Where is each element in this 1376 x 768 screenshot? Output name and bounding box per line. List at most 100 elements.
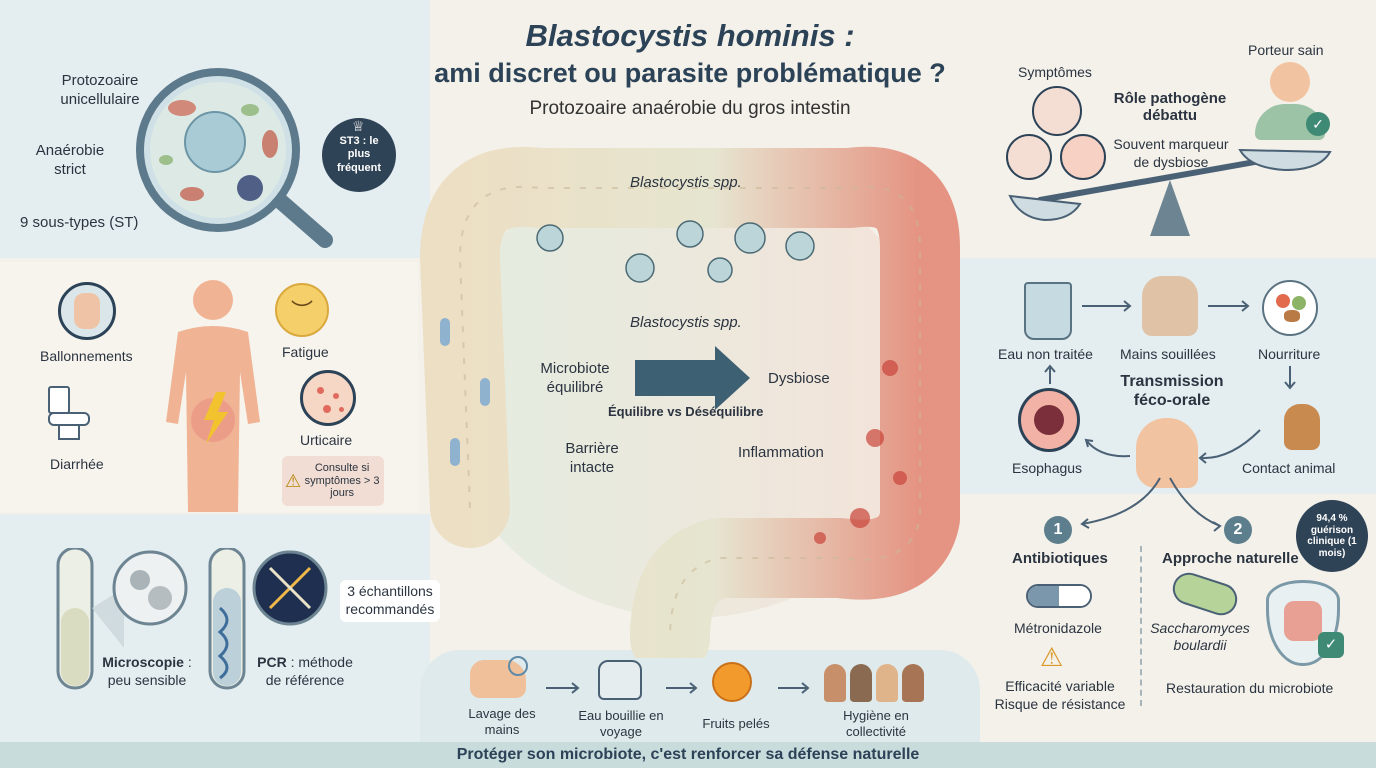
step-2-number: 2 bbox=[1233, 521, 1243, 538]
footer-text: Protéger son microbiote, c'est renforcer… bbox=[456, 746, 920, 763]
treatment-divider bbox=[1140, 546, 1142, 706]
label-pcr: PCR : méthode de référence bbox=[250, 654, 360, 689]
label-blasto-mid: Blastocystis spp. bbox=[630, 314, 742, 331]
label-ballonnements: Ballonnements bbox=[40, 348, 133, 364]
dog-icon bbox=[1284, 404, 1320, 450]
belly-icon bbox=[58, 282, 116, 340]
label-eau: Eau non traitée bbox=[998, 346, 1093, 362]
cell-vacuole bbox=[184, 111, 246, 173]
dirty-hands-icon bbox=[1142, 276, 1198, 336]
label-hygiene: Hygiène en collectivité bbox=[843, 708, 909, 739]
inflammation-spots bbox=[814, 360, 907, 544]
samples-callout: 3 échantillons recommandés bbox=[340, 580, 440, 622]
microscopie-bold: Microscopie bbox=[102, 654, 184, 670]
label-lavage: Lavage des mains bbox=[468, 706, 536, 737]
cell-nucleus bbox=[237, 175, 263, 201]
success-rate-text: 94,4 % guérison clinique (1 mois) bbox=[1307, 513, 1357, 559]
label-metronidazole: Métronidazole bbox=[1014, 620, 1102, 636]
role-note: Souvent marqueur de dysbiose bbox=[1113, 136, 1229, 170]
label-nourriture: Nourriture bbox=[1258, 346, 1321, 362]
pain-bolt bbox=[204, 392, 228, 444]
label-anaerobie: Anaérobie strict bbox=[35, 142, 105, 178]
water-glass-icon bbox=[1024, 282, 1072, 340]
test-tube-microscopy bbox=[56, 548, 188, 690]
urticaria-icon bbox=[300, 370, 356, 426]
crown-icon: ♕ bbox=[352, 118, 365, 134]
label-microbiote: Microbiote équilibré bbox=[540, 360, 610, 396]
success-rate-badge: 94,4 % guérison clinique (1 mois) bbox=[1296, 500, 1368, 572]
probiotic-capsule-icon bbox=[1168, 568, 1242, 620]
shield-check-icon: ✓ bbox=[1318, 632, 1344, 658]
label-esophagus: Esophagus bbox=[1012, 460, 1083, 476]
checkmark-icon: ✓ bbox=[1306, 112, 1330, 136]
balance-arrow bbox=[635, 346, 750, 410]
treatment-branch-arrows bbox=[1080, 477, 1222, 532]
symptom-rash-icon bbox=[1060, 134, 1106, 180]
label-eau-bouillie: Eau bouillie en voyage bbox=[578, 708, 664, 739]
toilet-icon bbox=[48, 386, 100, 450]
label-saccharomyces: Saccharomyces boulardii bbox=[1150, 620, 1250, 653]
step-1-circle: 1 bbox=[1044, 516, 1072, 544]
label-barriere: Barrière intacte bbox=[565, 440, 619, 476]
orange-icon bbox=[712, 662, 752, 702]
title-line-1: Blastocystis hominis : bbox=[525, 18, 855, 53]
samples-text: 3 échantillons recommandés bbox=[345, 583, 435, 617]
st3-badge: ST3 : le plus fréquent bbox=[322, 118, 396, 192]
step-1-number: 1 bbox=[1053, 521, 1063, 538]
transmission-title: Transmission féco-orale bbox=[1120, 373, 1224, 410]
label-balance: Équilibre vs Déséquilibre bbox=[608, 404, 764, 419]
label-blasto-top: Blastocystis spp. bbox=[630, 174, 742, 191]
label-dysbiose: Dysbiose bbox=[768, 370, 830, 387]
warning-icon: ⚠ bbox=[285, 470, 302, 491]
microscopie-rest: : peu sensible bbox=[107, 654, 192, 688]
bacteria-rods bbox=[440, 318, 490, 466]
pcr-rest: : méthode de référence bbox=[265, 654, 353, 688]
pill-icon bbox=[1026, 584, 1092, 608]
step-2-circle: 2 bbox=[1224, 516, 1252, 544]
label-symptomes: Symptômes bbox=[1018, 64, 1092, 80]
blastocystis-cells bbox=[536, 220, 815, 283]
label-antibiotiques: Antibiotiques bbox=[1012, 550, 1108, 567]
label-soustypes: 9 sous-types (ST) bbox=[20, 214, 139, 231]
role-title: Rôle pathogène débattu bbox=[1113, 90, 1227, 124]
label-urticaire: Urticaire bbox=[300, 432, 353, 448]
tired-face-icon: ︶ bbox=[275, 283, 329, 337]
scale-illustration bbox=[1008, 148, 1332, 236]
symptom-belly-icon bbox=[1032, 86, 1082, 136]
mouth-icon bbox=[1018, 388, 1080, 452]
colon-illustration bbox=[420, 146, 960, 658]
human-body-illustration bbox=[166, 280, 260, 512]
label-diarrhee: Diarrhée bbox=[50, 456, 104, 472]
label-protozoaire: Protozoaire unicellulaire bbox=[60, 72, 140, 108]
consult-warning-text: Consulte si symptômes > 3 jours bbox=[304, 462, 380, 500]
label-mains: Mains souillées bbox=[1120, 346, 1216, 362]
label-microscopie: Microscopie : peu sensible bbox=[92, 654, 202, 689]
page-subtitle: Protozoaire anaérobie du gros intestin bbox=[529, 98, 851, 119]
test-tube-pcr bbox=[208, 548, 328, 690]
consult-warning-box: ⚠ Consulte si symptômes > 3 jours bbox=[282, 456, 384, 506]
healthy-carrier-icon bbox=[1250, 62, 1330, 142]
label-fruits: Fruits pelés bbox=[702, 716, 770, 731]
label-naturelle: Approche naturelle bbox=[1162, 550, 1299, 567]
label-efficacite: Efficacité variable Risque de résistance bbox=[990, 678, 1130, 713]
caution-icon: ⚠ bbox=[1040, 642, 1064, 672]
microscope-view bbox=[112, 550, 188, 626]
food-plate-icon bbox=[1262, 280, 1318, 336]
efficacite-text: Efficacité variable bbox=[1005, 678, 1115, 694]
bubbles-icon bbox=[508, 656, 528, 676]
label-contact: Contact animal bbox=[1242, 460, 1336, 476]
label-porteur: Porteur sain bbox=[1248, 42, 1324, 58]
risque-text: Risque de résistance bbox=[994, 695, 1126, 712]
title-line-2: ami discret ou parasite problématique ? bbox=[434, 58, 946, 88]
group-masks-icon bbox=[824, 664, 924, 702]
label-restauration: Restauration du microbiote bbox=[1166, 680, 1334, 696]
transmission-arrows bbox=[1044, 300, 1296, 464]
label-inflammation: Inflammation bbox=[738, 444, 824, 461]
page-title: Blastocystis hominis : ami discret ou pa… bbox=[400, 18, 980, 89]
label-fatigue: Fatigue bbox=[282, 344, 329, 360]
pcr-bold: PCR bbox=[257, 654, 287, 670]
cell-magnifier-illustration bbox=[136, 68, 333, 248]
kettle-icon bbox=[598, 660, 642, 700]
prevention-arrows bbox=[546, 682, 810, 694]
footer-bar bbox=[0, 742, 1376, 768]
